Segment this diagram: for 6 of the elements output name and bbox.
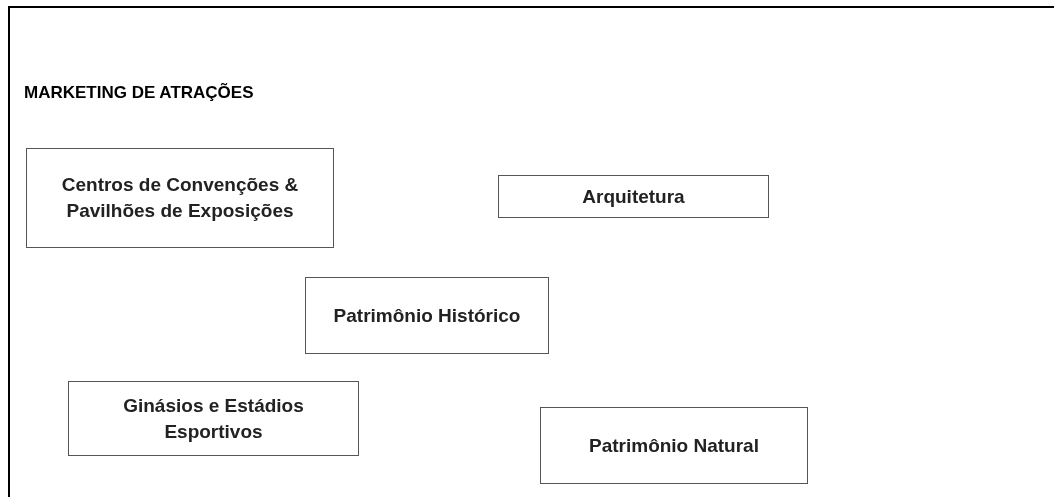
text-box: Ginásios e Estádios Esportivos	[68, 381, 359, 456]
title: MARKETING DE ATRAÇÕES	[24, 82, 254, 104]
text-box: Patrimônio Natural	[540, 407, 808, 484]
text-box: Arquitetura	[498, 175, 769, 218]
text-box: Patrimônio Histórico	[305, 277, 549, 354]
text-box: Centros de Convenções & Pavilhões de Exposições	[26, 148, 334, 248]
